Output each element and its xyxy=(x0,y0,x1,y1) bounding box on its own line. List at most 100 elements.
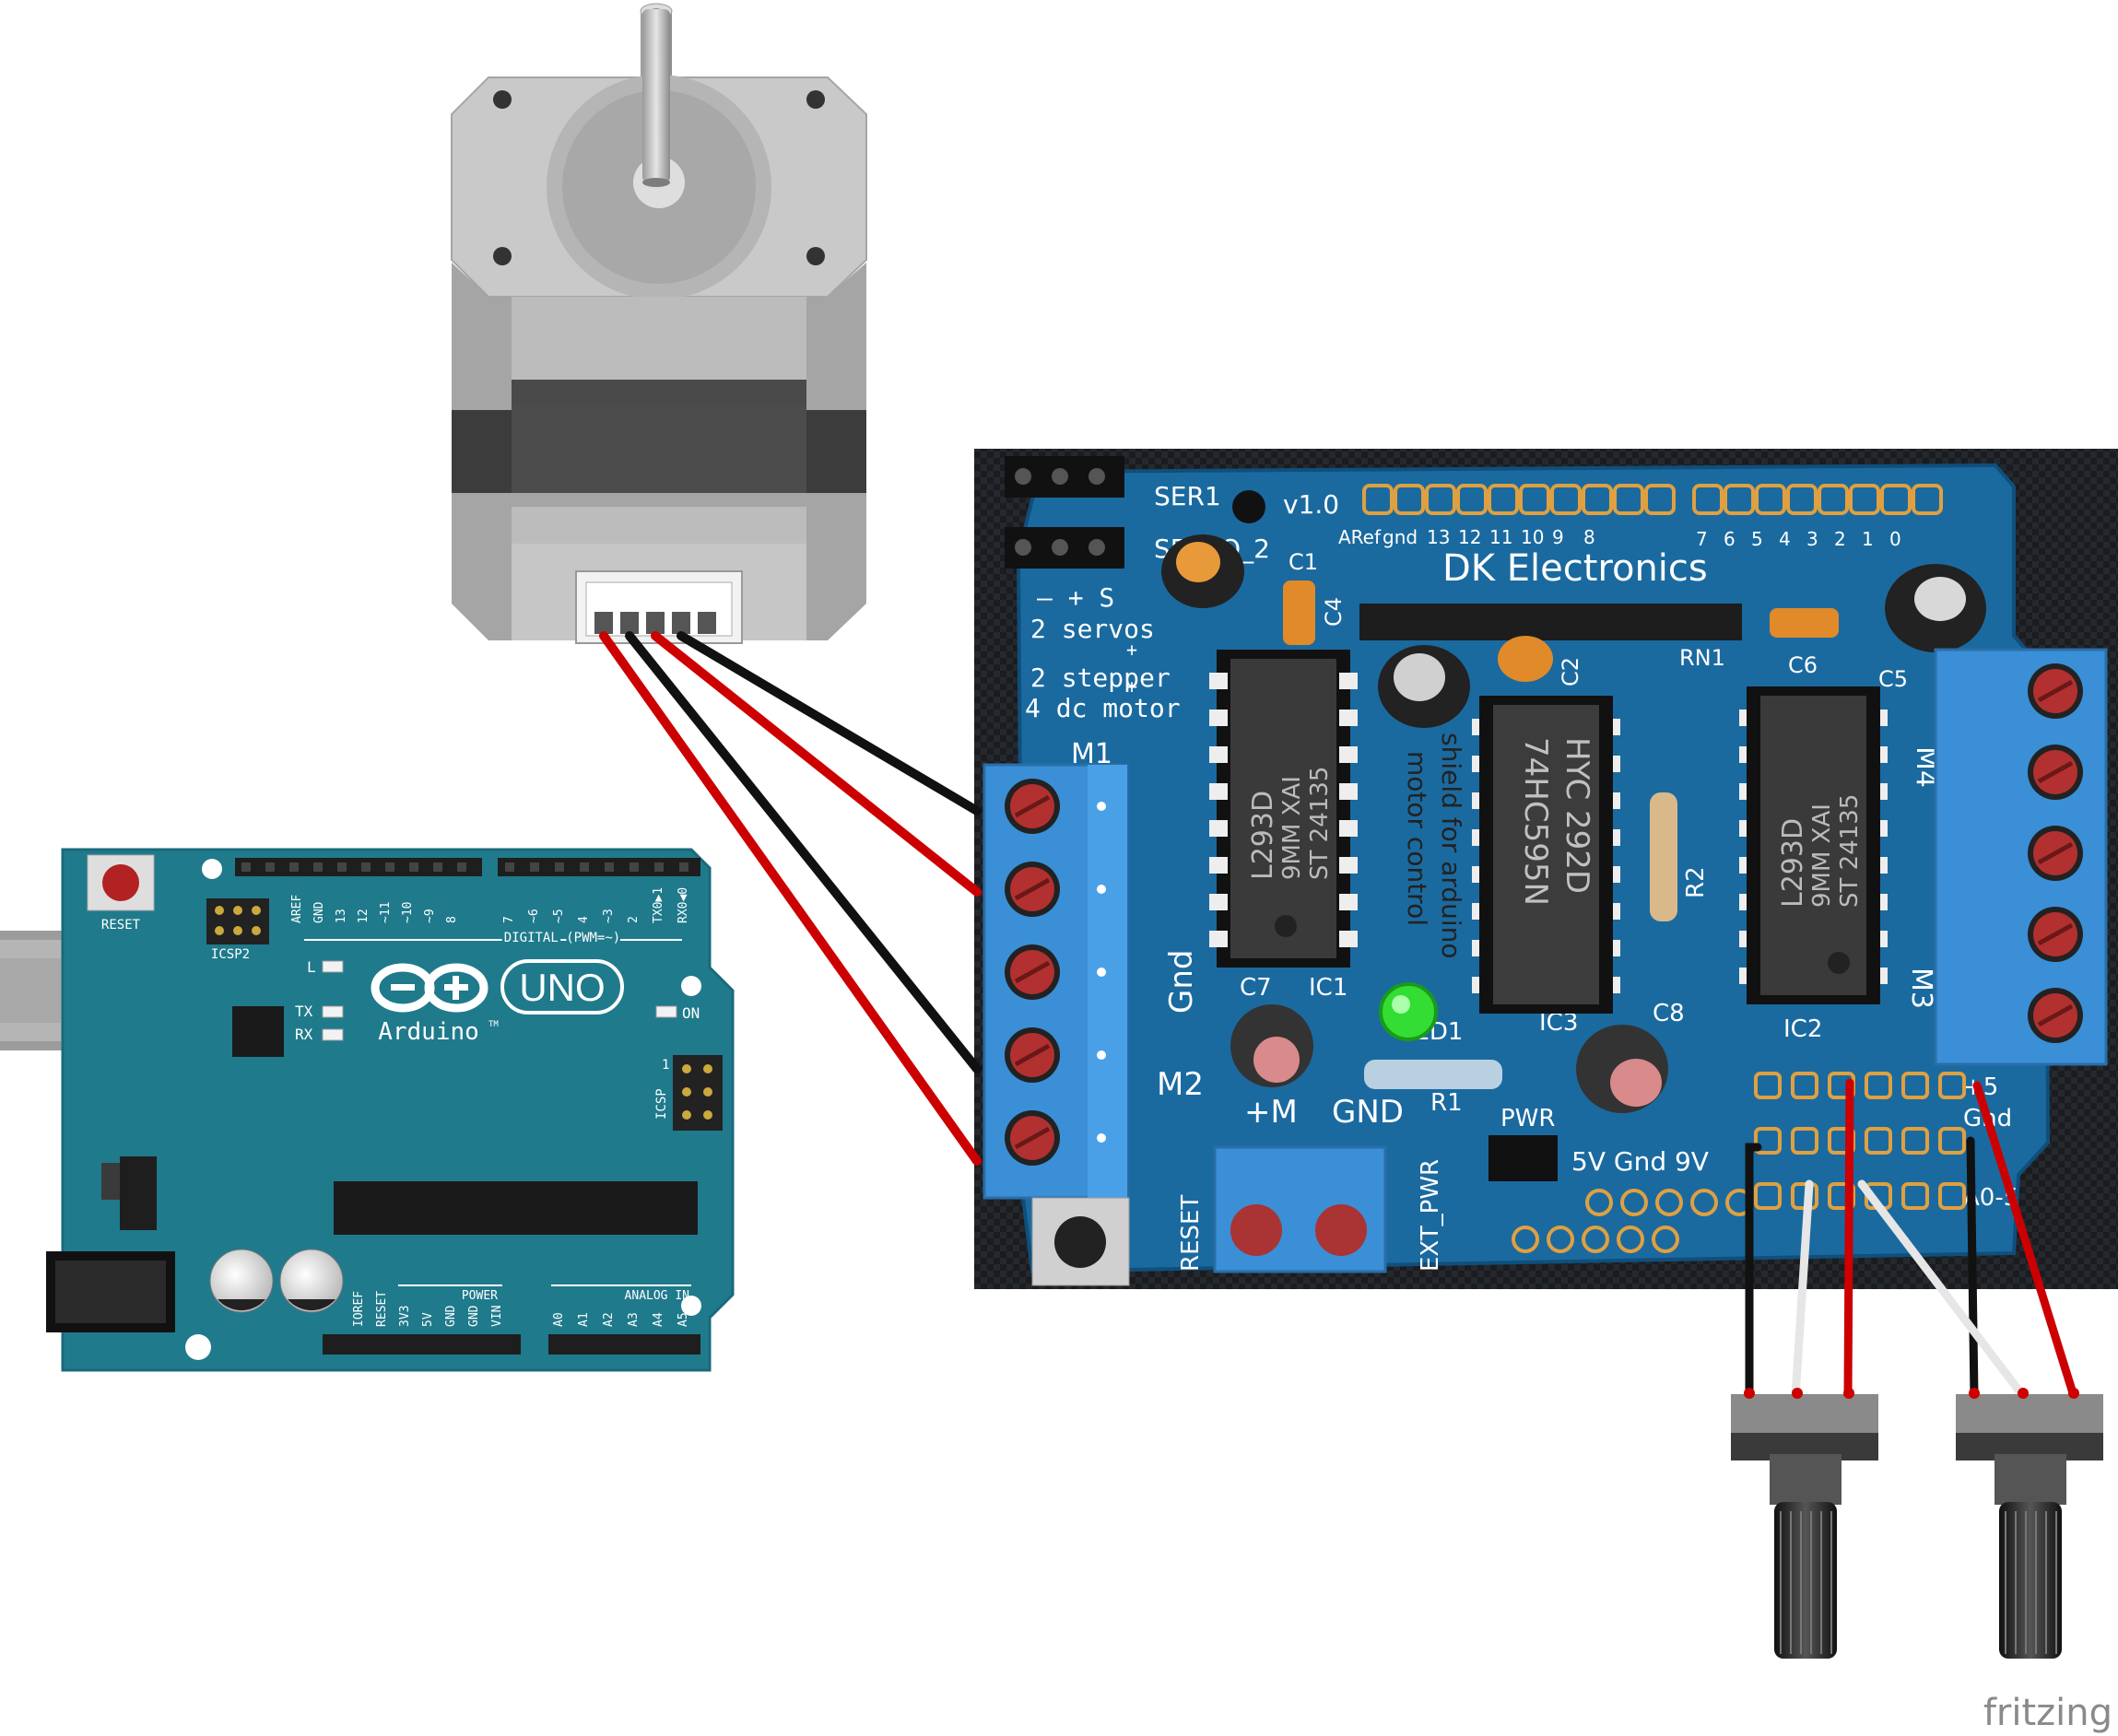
digital-header-right xyxy=(498,858,700,876)
arduino-logo xyxy=(371,963,488,1013)
mount-hole xyxy=(681,1296,701,1316)
terminal-block-m3-m4 xyxy=(1934,648,2108,1066)
pin-label: GND xyxy=(467,1305,481,1327)
wire-motor-red-2 xyxy=(651,631,982,897)
desc-line1: 2 servos xyxy=(1030,614,1155,644)
pwr-jumper[interactable] xyxy=(1488,1135,1558,1181)
l293d-chip-right: L293D 9MM XAI ST 24135 xyxy=(1747,686,1880,1004)
icsp2-label: ICSP2 xyxy=(211,947,250,962)
mount-hole xyxy=(202,859,222,879)
electrolytic-cap-c8 xyxy=(1576,1025,1668,1113)
desc-plus2: + xyxy=(1126,675,1137,698)
fritzing-logo: fritzing xyxy=(1983,1692,2112,1734)
shield-pin-number: 3 xyxy=(1806,528,1818,550)
shield-mount-hole xyxy=(1232,490,1265,523)
pin-label: RESET xyxy=(375,1291,389,1327)
stepper-motor xyxy=(451,3,867,644)
chip-left-line1: L293D xyxy=(1247,791,1279,880)
chip-right-line3: ST 24135 xyxy=(1836,794,1864,908)
arduino-brand: Arduino xyxy=(378,1018,479,1046)
terminal-block-m1-m2 xyxy=(983,763,1129,1200)
shield-pin-number: 10 xyxy=(1521,526,1544,548)
pin-label: 2 xyxy=(627,916,641,923)
pin-label: ~9 xyxy=(423,909,437,923)
atmega-chip xyxy=(334,1181,698,1235)
shield-pin-number: 2 xyxy=(1834,528,1846,550)
motor-screw-hole xyxy=(493,90,512,109)
proto-pads xyxy=(1512,1072,1966,1253)
mount-hole xyxy=(185,1334,211,1360)
power-header xyxy=(323,1334,521,1355)
motor-screw-hole xyxy=(806,90,825,109)
servo-pins-label: — + S xyxy=(1037,582,1114,613)
c4-label: C4 xyxy=(1321,597,1347,627)
chip-left-line2: 9MM XAI xyxy=(1278,776,1306,880)
tantalum-cap-c6 xyxy=(1770,608,1839,638)
c7-label: C7 xyxy=(1240,974,1272,1002)
wire-motor-red-1 xyxy=(599,631,982,1166)
pin-label: ~10 xyxy=(401,902,415,923)
aref-label: ARef xyxy=(1338,526,1382,548)
motor-screw-hole xyxy=(493,247,512,265)
wire-motor-black-1 xyxy=(625,631,982,1073)
pin-label: A4 xyxy=(652,1312,665,1327)
pin-label: 12 xyxy=(357,909,371,923)
uno-label: UNO xyxy=(519,966,605,1009)
rn1-label: RN1 xyxy=(1679,645,1725,671)
c6-label: C6 xyxy=(1788,652,1818,678)
pin-label: TX0▶1 xyxy=(652,887,665,923)
capacitor xyxy=(279,1249,344,1313)
chip-mid-line1: 74HC595N xyxy=(1517,737,1554,906)
chip-left-line3: ST 24135 xyxy=(1306,767,1334,880)
tx-led xyxy=(322,1005,344,1018)
electrolytic-cap-c5 xyxy=(1885,564,1986,652)
desc-line3: 4 dc motor xyxy=(1025,693,1181,723)
resistor-network xyxy=(1359,604,1742,640)
pin-label: 3V3 xyxy=(398,1306,412,1327)
shield-pin-number: 8 xyxy=(1583,526,1595,548)
desc-plus1: + xyxy=(1126,639,1137,661)
electrolytic-cap-c7 xyxy=(1230,1004,1313,1087)
shield-pin-number: 5 xyxy=(1751,528,1763,550)
icsp-header xyxy=(673,1055,723,1131)
wire-pot2-red xyxy=(1972,1081,2078,1401)
capacitor xyxy=(209,1249,274,1313)
pin-label: ~11 xyxy=(379,902,393,923)
shield-pin-number: 13 xyxy=(1427,526,1450,548)
gnd-side-label: Gnd xyxy=(1163,950,1200,1014)
icsp-pin1-label: 1 xyxy=(662,1058,669,1073)
pin-label: VIN xyxy=(490,1306,504,1327)
pwr-label: PWR xyxy=(1500,1105,1555,1132)
tx-led-label: TX xyxy=(295,1003,313,1020)
pin-label: GND xyxy=(444,1305,458,1327)
motor-screw-hole xyxy=(806,247,825,265)
tantalum-cap-c2 xyxy=(1498,636,1553,682)
rail-labels: 5V Gnd 9V xyxy=(1571,1146,1709,1177)
chip-right-line2: 9MM XAI xyxy=(1808,803,1836,908)
plus-m-label: +M xyxy=(1244,1094,1298,1131)
shield-pin-number: 1 xyxy=(1862,528,1874,550)
wire-pot1-red xyxy=(1843,1078,1854,1401)
digital-label: DIGITAL (PWM=~) xyxy=(504,931,620,945)
shield-top-header xyxy=(1362,484,1943,515)
pin-label: A2 xyxy=(602,1312,616,1327)
rx-led xyxy=(322,1028,344,1041)
rx-led-label: RX xyxy=(295,1026,313,1043)
pin-label: 7 xyxy=(502,916,516,923)
gnd-label-top: gnd xyxy=(1383,526,1418,548)
usb-chip xyxy=(232,1006,284,1057)
electrolytic-cap-mid xyxy=(1378,645,1470,728)
l-led xyxy=(322,960,344,973)
pin-label: 13 xyxy=(335,909,348,923)
pin-label: ~3 xyxy=(602,909,616,923)
analog-label: ANALOG IN xyxy=(625,1289,689,1303)
silk-vertical-2: shield for arduino xyxy=(1436,733,1466,959)
pin-label: 5V xyxy=(421,1312,435,1327)
resistor-r1 xyxy=(1364,1060,1502,1089)
pin-label: A1 xyxy=(577,1312,591,1327)
